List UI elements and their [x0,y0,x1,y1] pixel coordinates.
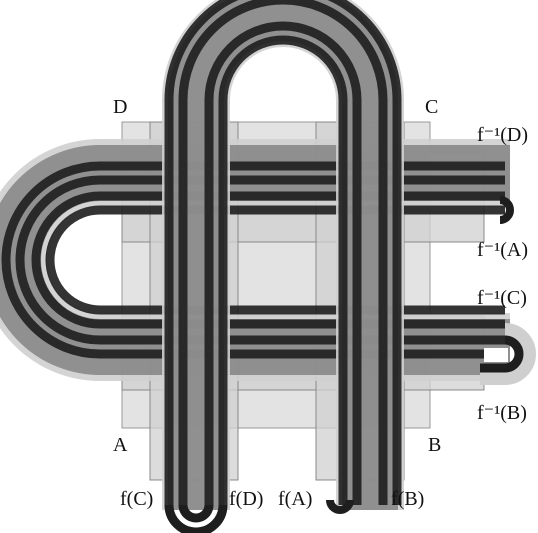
label-f-inv-d: f⁻¹(D) [477,124,528,146]
label-f-c: f(C) [120,488,153,510]
label-f-b: f(B) [391,488,424,510]
label-f-inv-a: f⁻¹(A) [477,239,528,261]
label-f-inv-b: f⁻¹(B) [477,402,527,424]
corner-label-a: A [113,434,128,456]
label-f-d: f(D) [229,488,263,510]
corner-label-d: D [113,96,127,118]
label-f-a: f(A) [278,488,312,510]
corner-label-c: C [425,96,438,118]
label-f-inv-c: f⁻¹(C) [477,287,527,309]
corner-label-b: B [428,434,441,456]
